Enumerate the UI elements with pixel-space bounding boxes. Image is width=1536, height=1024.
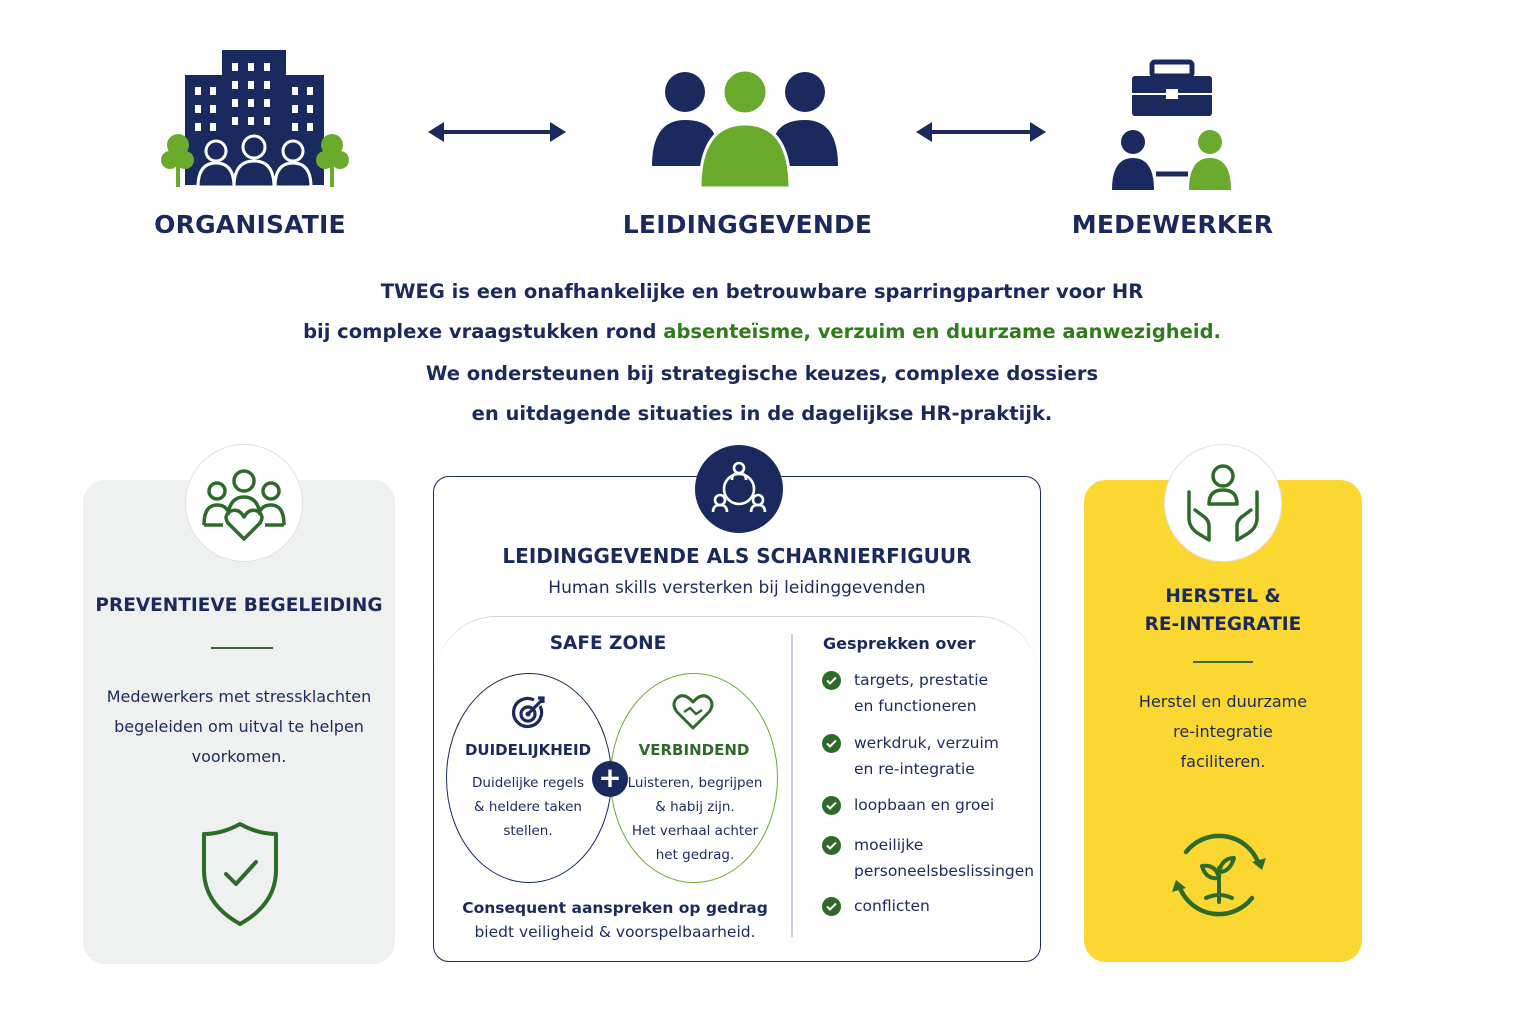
- heart-people-icon: [202, 469, 286, 541]
- duidelijkheid-text-1: Duidelijke regels: [472, 775, 584, 791]
- gesprek-line-2: personeelsbeslissingen: [854, 862, 1035, 880]
- gesprekken-title: Gesprekken over: [823, 634, 976, 653]
- plus-icon: +: [592, 761, 628, 797]
- gesprek-line-1: werkdruk, verzuim: [854, 734, 999, 752]
- double-arrow-icon: [428, 122, 566, 142]
- intro-line-1: TWEG is een onafhankelijke en betrouwbar…: [380, 280, 1144, 303]
- herstel-title-2: RE-INTEGRATIE: [1144, 614, 1302, 635]
- check-icon: [822, 734, 841, 753]
- hands-person-icon: [1187, 464, 1259, 542]
- gesprek-line-1: targets, prestatie: [854, 671, 989, 689]
- consequent-text: biedt veiligheid & voorspelbaarheid.: [474, 923, 756, 941]
- gesprek-line-1: moeilijke: [854, 836, 924, 854]
- check-icon: [822, 796, 841, 815]
- verbindend-text-3: Het verhaal achter: [631, 823, 759, 839]
- vertical-divider: [791, 634, 793, 937]
- mid-badge: [695, 445, 783, 533]
- verbindend-text-4: het gedrag.: [655, 847, 735, 863]
- target-icon: [512, 696, 545, 728]
- leidinggevende-label: LEIDINGGEVENDE: [622, 210, 873, 239]
- organisatie-label: ORGANISATIE: [154, 210, 346, 239]
- duidelijkheid-text-2: & heldere taken: [474, 799, 582, 815]
- scharnierfiguur-subtitle: Human skills versterken bij leidinggeven…: [548, 578, 926, 598]
- gesprek-item: targets, prestatie en functioneren: [822, 667, 988, 719]
- people-group-icon: [652, 68, 838, 190]
- briefcase-people-icon: [1112, 59, 1231, 190]
- right-badge: [1164, 444, 1282, 562]
- intro-line-2-highlight: absenteïsme, verzuim en duurzame aanwezi…: [663, 320, 1221, 343]
- safe-zone-title: SAFE ZONE: [549, 633, 667, 654]
- check-icon: [822, 836, 841, 855]
- preventieve-begeleiding-title: PREVENTIEVE BEGELEIDING: [95, 595, 383, 616]
- gesprek-item: loopbaan en groei: [822, 792, 994, 818]
- duidelijkheid-title: DUIDELIJKHEID: [464, 741, 592, 759]
- preventieve-text-1: Medewerkers met stressklachten: [106, 687, 372, 706]
- gesprek-line-1: loopbaan en groei: [854, 796, 995, 814]
- left-badge: [185, 444, 303, 562]
- intro-line-2: bij complexe vraagstukken rond absenteïs…: [200, 320, 1324, 343]
- shield-check-icon: [202, 822, 278, 926]
- right-divider: [1193, 661, 1253, 663]
- buildings-icon: [161, 50, 349, 189]
- check-icon: [822, 897, 841, 916]
- consequent-bold: Consequent aanspreken op gedrag: [462, 899, 768, 917]
- gesprek-line-1: conflicten: [854, 897, 930, 915]
- intro-line-4: en uitdagende situaties in de dagelijkse…: [471, 402, 1053, 425]
- herstel-title-1: HERSTEL &: [1165, 586, 1281, 607]
- gesprek-line-2: en re-integratie: [854, 760, 975, 778]
- preventieve-text-3: voorkomen.: [191, 747, 287, 766]
- network-people-icon: [711, 461, 767, 513]
- scharnierfiguur-title: LEIDINGGEVENDE ALS SCHARNIERFIGUUR: [502, 544, 972, 568]
- left-divider: [211, 647, 273, 649]
- intro-line-3: We ondersteunen bij strategische keuzes,…: [425, 362, 1099, 385]
- verbindend-title: VERBINDEND: [638, 741, 750, 759]
- double-arrow-icon: [916, 122, 1046, 142]
- heart-handshake-icon: [672, 694, 714, 730]
- verbindend-text-2: & habij zijn.: [655, 799, 735, 815]
- inner-panel: [436, 616, 1038, 960]
- check-icon: [822, 671, 841, 690]
- recycle-plant-icon: [1172, 833, 1266, 917]
- gesprek-item: conflicten: [822, 893, 930, 919]
- gesprek-item: moeilijke personeelsbeslissingen: [822, 832, 1034, 884]
- herstel-text-1: Herstel en duurzame: [1138, 692, 1308, 711]
- verbindend-text-1: Luisteren, begrijpen: [627, 775, 763, 791]
- gesprek-line-2: en functioneren: [854, 697, 977, 715]
- herstel-text-2: re-integratie: [1173, 722, 1273, 741]
- preventieve-text-2: begeleiden om uitval te helpen: [114, 717, 364, 736]
- intro-line-2-start: bij complexe vraagstukken rond: [303, 320, 664, 343]
- medewerker-label: MEDEWERKER: [1071, 210, 1274, 239]
- gesprek-item: werkdruk, verzuim en re-integratie: [822, 730, 999, 782]
- duidelijkheid-text-3: stellen.: [503, 823, 553, 839]
- herstel-text-3: faciliteren.: [1180, 752, 1266, 771]
